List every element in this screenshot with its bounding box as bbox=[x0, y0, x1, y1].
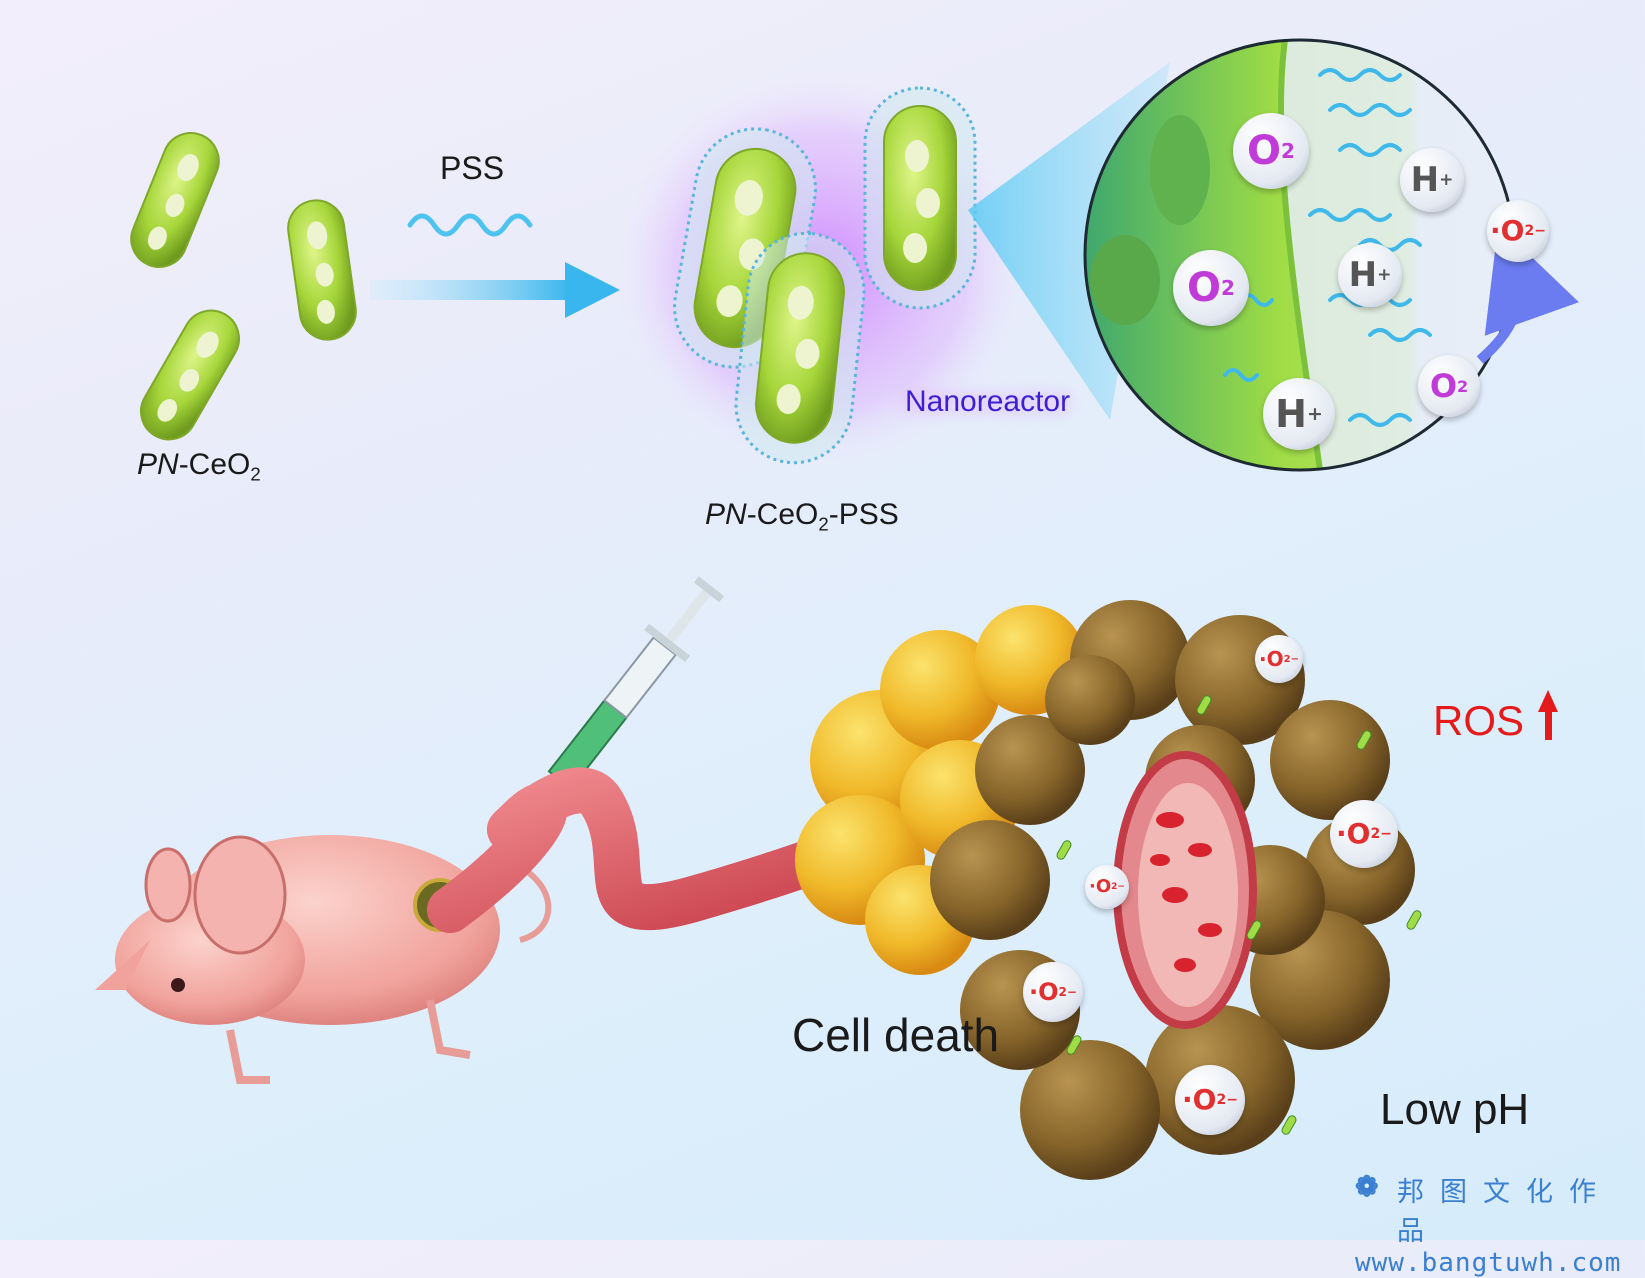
molecule-base: O bbox=[1429, 367, 1458, 405]
nanoreactor-label: Nanoreactor bbox=[905, 385, 1071, 418]
radical-sub: 2 bbox=[1370, 826, 1381, 842]
ros-label: ROS bbox=[1433, 697, 1525, 744]
h-plus-molecule: H+ bbox=[1400, 148, 1464, 212]
molecule-sup: + bbox=[1306, 403, 1323, 425]
label-main: -CeO bbox=[746, 498, 819, 531]
scheme-canvas bbox=[95, 38, 1579, 1180]
conversion-arrow bbox=[1476, 224, 1579, 364]
molecule-base: O bbox=[1247, 128, 1282, 174]
radical-sup: − bbox=[1226, 1092, 1238, 1108]
radical-sup: − bbox=[1380, 826, 1392, 842]
reaction-arrow bbox=[370, 262, 620, 318]
nanoreactor-cluster bbox=[610, 70, 1030, 470]
radical-sup: − bbox=[1117, 882, 1125, 892]
radical-base: ·O bbox=[1029, 978, 1059, 1006]
molecule-base: ·O bbox=[1490, 214, 1525, 247]
pn-ceo2-label: PN-CeO2 bbox=[137, 448, 261, 486]
molecule-sup: + bbox=[1377, 265, 1392, 285]
radical-sup: − bbox=[1066, 985, 1077, 999]
watermark-url: www.bangtuwh.com bbox=[1355, 1248, 1622, 1278]
watermark: ❁ 邦图文化作品 www.bangtuwh.com bbox=[1355, 1170, 1645, 1278]
molecule-base: H bbox=[1348, 255, 1378, 295]
h-plus-molecule: H+ bbox=[1263, 378, 1335, 450]
molecule-sub: 2 bbox=[1457, 376, 1469, 396]
molecule-sup: − bbox=[1534, 223, 1546, 239]
molecule-base: H bbox=[1410, 160, 1440, 200]
radical-base: ·O bbox=[1336, 817, 1371, 850]
radical-base: ·O bbox=[1089, 876, 1112, 897]
syringe-icon bbox=[521, 576, 725, 829]
ros-up-arrow bbox=[1538, 690, 1558, 740]
radical-sub: 2 bbox=[1111, 882, 1118, 892]
label-sub: 2 bbox=[818, 513, 829, 535]
h-plus-molecule: H+ bbox=[1338, 243, 1402, 307]
cell-death-label: Cell death bbox=[792, 1009, 1000, 1061]
label-main: -CeO bbox=[178, 448, 251, 481]
molecule-sub: 2 bbox=[1524, 223, 1535, 239]
label-sub: 2 bbox=[250, 463, 261, 485]
molecule-sub: 2 bbox=[1221, 276, 1235, 300]
molecule-sub: 2 bbox=[1281, 139, 1295, 163]
blood-vessel bbox=[427, 767, 893, 933]
radical-base: ·O bbox=[1259, 647, 1284, 671]
label-italic: PN bbox=[137, 448, 179, 481]
radical-sub: 2 bbox=[1216, 1092, 1227, 1108]
watermark-chinese: 邦图文化作品 bbox=[1397, 1177, 1612, 1247]
radical-sub: 2 bbox=[1283, 653, 1291, 665]
pss-polymer-icon bbox=[407, 213, 533, 237]
molecule-sup: + bbox=[1439, 170, 1454, 190]
radical-base: ·O bbox=[1182, 1083, 1217, 1116]
radical-sup: − bbox=[1290, 653, 1299, 665]
low-ph-label: Low pH bbox=[1380, 1085, 1530, 1134]
radical-sub: 2 bbox=[1058, 985, 1067, 999]
pss-label: PSS bbox=[440, 150, 505, 186]
mouse-illustration bbox=[95, 835, 552, 1084]
pn-ceo2-pss-label: PN-CeO2-PSS bbox=[705, 498, 899, 536]
molecule-base: H bbox=[1275, 392, 1307, 436]
label-tail: -PSS bbox=[828, 498, 899, 531]
watermark-logo-icon: ❁ bbox=[1355, 1171, 1379, 1202]
tumor-mass bbox=[795, 600, 1422, 1180]
label-italic: PN bbox=[705, 498, 747, 531]
pn-ceo2-rods bbox=[130, 132, 357, 441]
molecule-base: O bbox=[1187, 265, 1222, 311]
